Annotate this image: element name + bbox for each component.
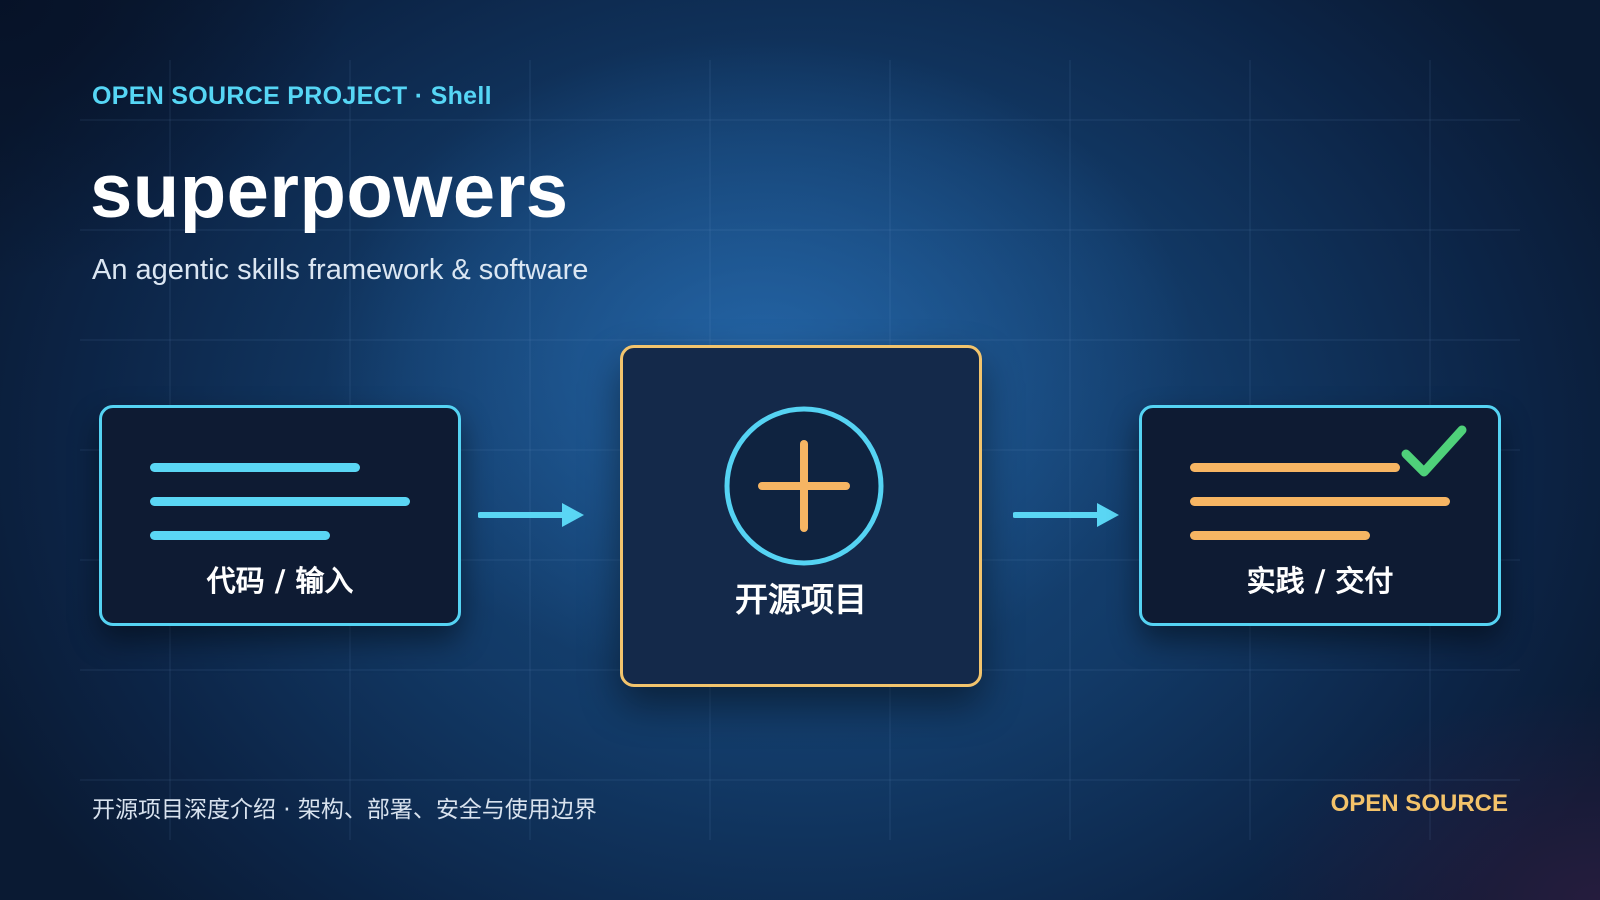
center-card-label: 开源项目 <box>735 580 867 619</box>
arrow-right-icon <box>1013 503 1119 527</box>
input-card: 代码 / 输入 <box>99 405 461 626</box>
result-line <box>1190 497 1450 506</box>
input-card-label: 代码 / 输入 <box>206 564 354 598</box>
page-title: superpowers <box>90 149 569 234</box>
output-card-label: 实践 / 交付 <box>1246 564 1394 598</box>
center-project-card: 开源项目 <box>620 345 982 687</box>
project-eyebrow: OPEN SOURCE PROJECT · Shell <box>92 82 492 110</box>
page-subtitle: An agentic skills framework & software <box>92 254 589 286</box>
code-line <box>150 463 360 472</box>
arrow-right-icon <box>478 503 584 527</box>
result-line <box>1190 531 1370 540</box>
footer-badge: OPEN SOURCE <box>1330 790 1508 817</box>
output-card: 实践 / 交付 <box>1139 405 1501 626</box>
result-line <box>1190 463 1400 472</box>
code-line <box>150 531 330 540</box>
footer-description: 开源项目深度介绍 · 架构、部署、安全与使用边界 <box>92 797 597 823</box>
plus-circle-icon <box>724 406 884 566</box>
checkmark-icon <box>1401 425 1467 477</box>
code-line <box>150 497 410 506</box>
